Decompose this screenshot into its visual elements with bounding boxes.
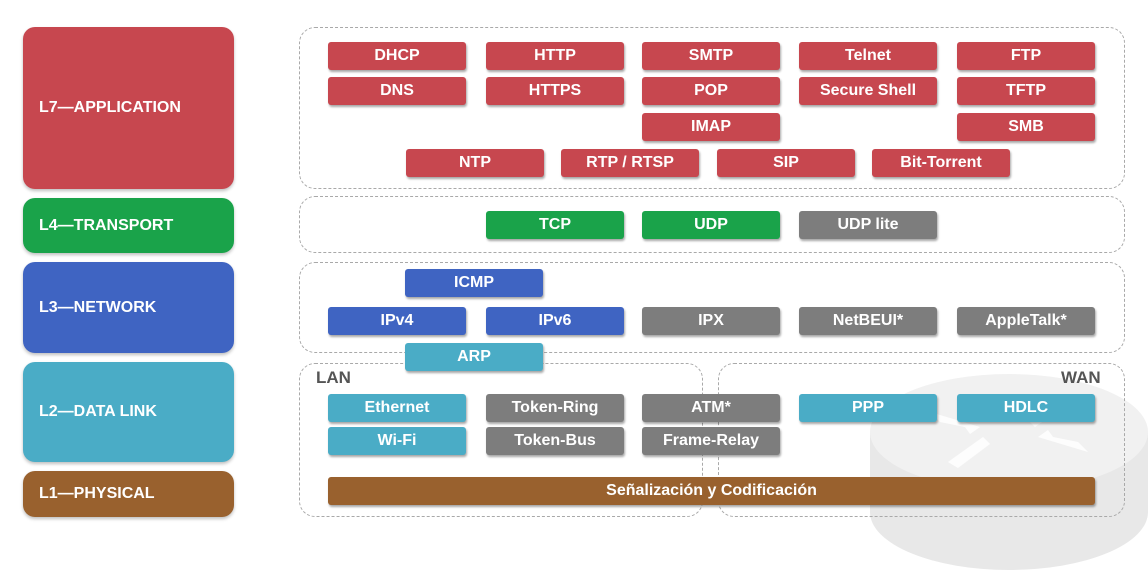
wan-label: WAN <box>1061 368 1101 387</box>
layer-datalink-label: L2—DATA LINK <box>39 403 157 420</box>
proto-ipv6: IPv6 <box>486 307 624 335</box>
proto-telnet: Telnet <box>799 42 937 70</box>
application-zone <box>299 27 1125 189</box>
layer-physical: L1—PHYSICAL <box>23 471 234 517</box>
proto-udp: UDP <box>642 211 780 239</box>
proto-ftp: FTP <box>957 42 1095 70</box>
layer-application: L7—APPLICATION <box>23 27 234 189</box>
proto-imap: IMAP <box>642 113 780 141</box>
proto-smtp: SMTP <box>642 42 780 70</box>
proto-ipv4: IPv4 <box>328 307 466 335</box>
proto-ipx: IPX <box>642 307 780 335</box>
layer-physical-label: L1—PHYSICAL <box>39 485 155 502</box>
proto-atm: ATM* <box>642 394 780 422</box>
proto-tftp: TFTP <box>957 77 1095 105</box>
proto-pop: POP <box>642 77 780 105</box>
proto-netbeui: NetBEUI* <box>799 307 937 335</box>
layer-transport: L4—TRANSPORT <box>23 198 234 253</box>
proto-tcp: TCP <box>486 211 624 239</box>
proto-rtp-rtsp: RTP / RTSP <box>561 149 699 177</box>
proto-ppp: PPP <box>799 394 937 422</box>
proto-token-ring: Token-Ring <box>486 394 624 422</box>
layer-network: L3—NETWORK <box>23 262 234 353</box>
proto-wifi: Wi-Fi <box>328 427 466 455</box>
layer-network-label: L3—NETWORK <box>39 298 157 316</box>
transport-zone <box>299 196 1125 253</box>
proto-secure-shell: Secure Shell <box>799 77 937 105</box>
proto-icmp: ICMP <box>405 269 543 297</box>
proto-signaling-coding: Señalización y Codificación <box>328 477 1095 505</box>
proto-smb: SMB <box>957 113 1095 141</box>
proto-arp: ARP <box>405 343 543 371</box>
proto-ethernet: Ethernet <box>328 394 466 422</box>
layer-application-label: L7—APPLICATION <box>39 99 181 116</box>
proto-hdlc: HDLC <box>957 394 1095 422</box>
proto-token-bus: Token-Bus <box>486 427 624 455</box>
proto-bit-torrent: Bit-Torrent <box>872 149 1010 177</box>
proto-http: HTTP <box>486 42 624 70</box>
proto-appletalk: AppleTalk* <box>957 307 1095 335</box>
layer-transport-label: L4—TRANSPORT <box>39 216 174 234</box>
layer-datalink: L2—DATA LINK <box>23 362 234 462</box>
proto-dhcp: DHCP <box>328 42 466 70</box>
proto-dns: DNS <box>328 77 466 105</box>
proto-ntp: NTP <box>406 149 544 177</box>
proto-https: HTTPS <box>486 77 624 105</box>
lan-label: LAN <box>316 368 351 387</box>
network-zone <box>299 262 1125 353</box>
proto-udp-lite: UDP lite <box>799 211 937 239</box>
proto-sip: SIP <box>717 149 855 177</box>
proto-frame-relay: Frame-Relay <box>642 427 780 455</box>
